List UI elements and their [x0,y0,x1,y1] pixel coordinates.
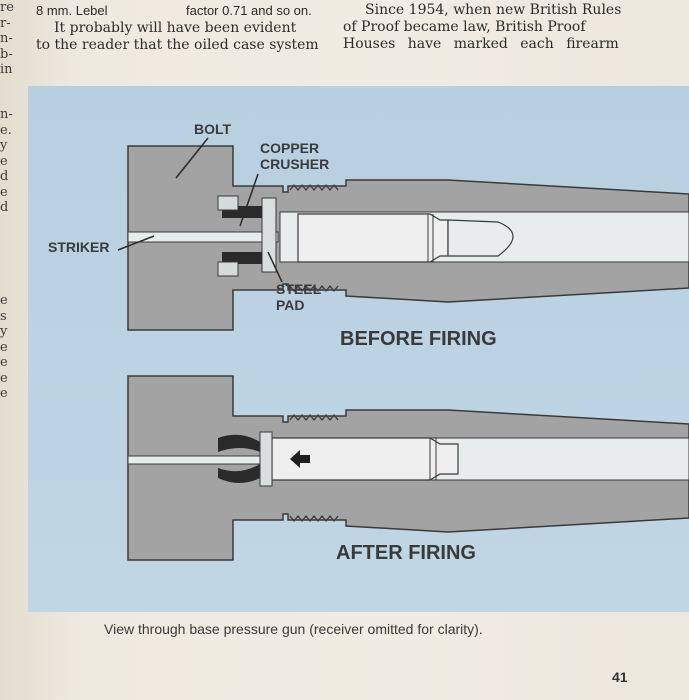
edge-fragment: e [0,370,8,386]
page-number: 41 [612,669,628,685]
pressure-arrow-icon [290,450,310,468]
cartridge-case-fired [271,437,459,481]
striker-channel [127,231,279,243]
edge-fragment: n- [0,31,13,46]
edge-fragment: e [0,355,8,370]
label-after-firing: AFTER FIRING [336,542,476,564]
label-bolt: BOLT [194,121,232,137]
edge-fragment [0,262,22,278]
edge-fragment: e [0,184,8,200]
edge-fragment: e. [0,122,12,138]
label-copper-crusher-line2: CRUSHER [260,156,330,172]
text-line: It probably will have been evident [54,20,297,36]
crushed-copper-bottom [218,464,260,483]
edge-fragment: e [0,386,8,401]
pressure-gun-diagram [117,137,689,561]
text-line: 8 mm. Lebel [36,3,108,18]
text-column-right: Since 1954, when new British Rules of Pr… [343,2,633,53]
label-before-firing: BEFORE FIRING [340,328,497,350]
edge-fragment: d [0,169,9,184]
thread-top [289,413,339,422]
text-line: Houses have marked each firearm [343,36,619,52]
edge-fragment: s [0,308,7,324]
crusher-housing-bottom [217,261,239,277]
edge-fragment: n- [0,107,13,122]
label-striker: STRIKER [48,239,110,255]
label-steel-pad-line2: PAD [276,297,305,313]
bolt-pointer [175,137,209,179]
copper-crusher-pointer [239,173,259,227]
text-line: to the reader that the oiled case system [36,37,319,53]
edge-fragment: in [0,62,13,77]
striker-pointer [117,235,155,251]
steel-pad [261,197,277,273]
bullet [447,219,514,257]
edge-fragment [0,247,22,263]
edge-fragment: e [0,293,8,308]
thread-top [289,183,339,192]
steel-pad-pointer [267,251,283,283]
edge-fragment [0,231,22,247]
edge-fragment [0,92,22,108]
text-line: factor 0.71 and so on. [186,3,312,18]
pressure-gun-figure: BOLT COPPER CRUSHER STRIKER STEEL PAD BE… [28,86,689,612]
edge-fragment: e [0,339,8,355]
copper-crusher-bottom [222,252,262,264]
crushed-copper-top [218,434,260,452]
edge-fragment: b- [0,46,13,62]
before-firing-assembly [117,137,689,331]
striker-channel [127,455,279,465]
figure-caption: View through base pressure gun (receiver… [104,621,483,637]
label-steel-pad-line1: STEEL [276,281,322,297]
steel-pad [259,431,273,487]
edge-fragment: d [0,200,9,215]
text-column-left: 8 mm. Lebel factor 0.71 and so on. It pro… [36,2,326,54]
edge-fragment: e [0,153,8,169]
edge-fragment: y [0,324,8,339]
crusher-housing-top [217,195,239,211]
cartridge-case [297,213,449,263]
text-line: Since 1954, when new British Rules [365,2,622,18]
text-line: of Proof became law, British Proof [343,19,586,35]
thread-bottom [289,284,339,293]
edge-fragment [0,216,22,232]
thread-bottom [289,514,339,523]
after-firing-assembly [127,375,689,561]
edge-fragment: re [0,0,14,15]
edge-fragment [0,278,22,294]
label-copper-crusher-line1: COPPER [260,140,320,156]
edge-fragment: y [0,138,8,153]
edge-fragment: r- [0,15,11,31]
